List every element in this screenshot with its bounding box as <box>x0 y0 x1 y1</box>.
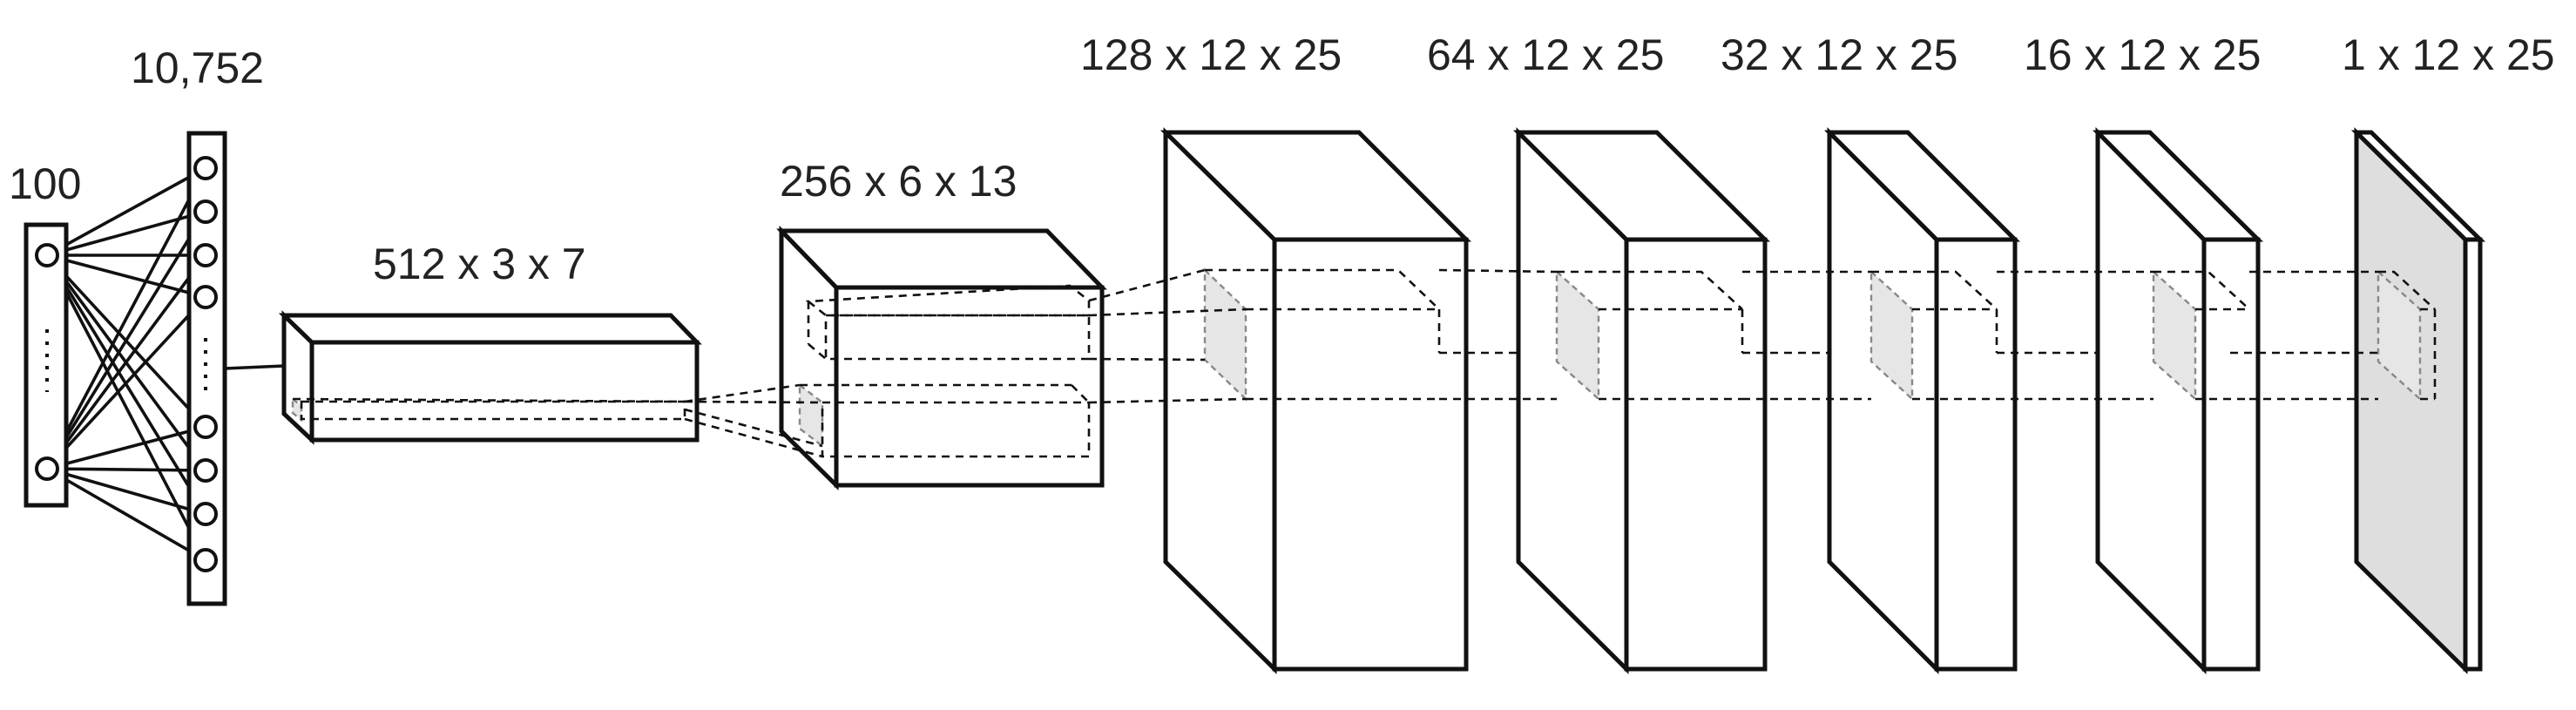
dense-node <box>193 199 218 224</box>
output-layer <box>2230 127 2486 674</box>
reshape-size-label: 512 x 3 x 7 <box>373 240 586 288</box>
conv5-size-label: 16 x 12 x 25 <box>2024 30 2261 79</box>
dense-size-label: 10,752 <box>131 44 264 92</box>
conv1-block <box>684 225 1107 490</box>
conv2-block <box>1088 127 1651 674</box>
dense-node <box>193 285 218 309</box>
dense-node <box>193 156 218 180</box>
input-size-label: 100 <box>9 159 81 208</box>
conv4-size-label: 32 x 12 x 25 <box>1721 30 1957 79</box>
dense-node <box>193 243 218 267</box>
dense-node <box>193 502 218 526</box>
dense-node <box>193 548 218 572</box>
conv3-block <box>1438 126 1950 675</box>
input-node <box>35 243 59 267</box>
output-size-label: 1 x 12 x 25 <box>2342 30 2555 79</box>
fc-connections <box>45 166 285 562</box>
dense-node <box>193 458 218 483</box>
dense-node <box>193 415 218 439</box>
conv4-block <box>1742 126 2230 675</box>
conv5-block <box>1997 126 2264 675</box>
dense-layer <box>186 131 227 606</box>
conv3-size-label: 64 x 12 x 25 <box>1427 30 1664 79</box>
input-layer <box>24 222 69 508</box>
input-node <box>35 456 59 481</box>
conv2-size-label: 128 x 12 x 25 <box>1080 30 1342 79</box>
reshape-block <box>278 310 702 445</box>
conv1-size-label: 256 x 6 x 13 <box>780 157 1017 206</box>
